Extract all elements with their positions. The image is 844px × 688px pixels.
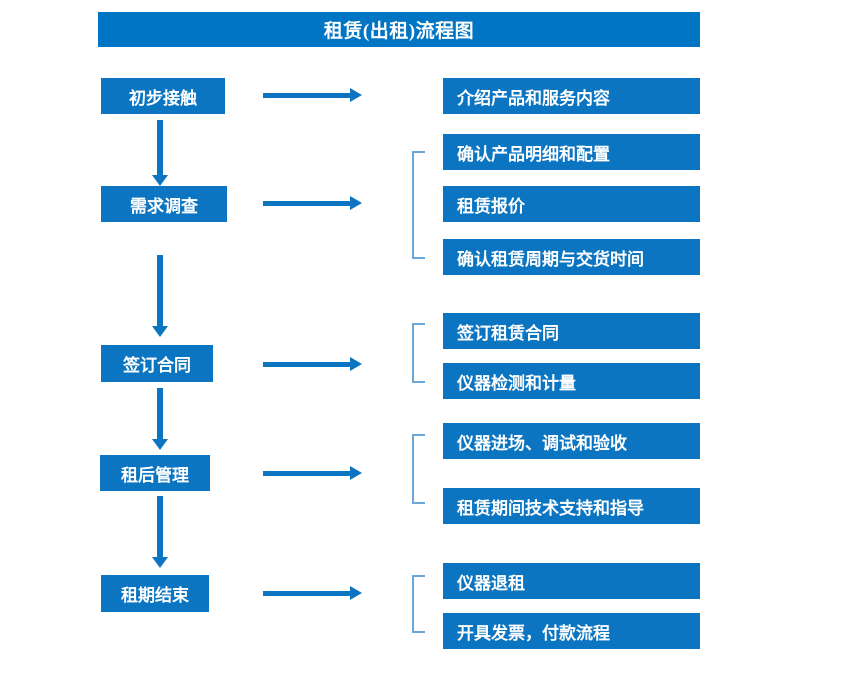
detail-label: 租赁报价 — [457, 196, 525, 216]
page-title: 租赁(出租)流程图 — [323, 21, 475, 42]
detail-box-rental-quote[interactable]: 租赁报价 — [443, 186, 700, 222]
detail-box-confirm-rental-period-delivery[interactable]: 确认租赁周期与交货时间 — [443, 239, 700, 275]
detail-label: 确认租赁周期与交货时间 — [457, 249, 644, 269]
stage-label: 租后管理 — [121, 465, 189, 485]
detail-label: 仪器检测和计量 — [457, 373, 576, 393]
stage-label: 需求调查 — [130, 196, 198, 216]
group-bracket-3 — [412, 323, 425, 383]
detail-box-instrument-return[interactable]: 仪器退租 — [443, 563, 700, 599]
stage-label: 初步接触 — [129, 88, 197, 108]
stage-box-sign-contract[interactable]: 签订合同 — [101, 345, 213, 382]
vertical-arrow-icon-4 — [152, 496, 168, 568]
detail-label: 签订租赁合同 — [457, 323, 559, 343]
detail-box-confirm-product-details[interactable]: 确认产品明细和配置 — [443, 134, 700, 170]
detail-label: 仪器退租 — [457, 573, 525, 593]
horizontal-arrow-icon-5 — [263, 586, 362, 600]
detail-label: 确认产品明细和配置 — [457, 144, 610, 164]
detail-box-intro-products-services[interactable]: 介绍产品和服务内容 — [443, 78, 700, 114]
diagram-title-bar: 租赁(出租)流程图 — [98, 12, 700, 47]
stage-label: 签订合同 — [123, 356, 191, 375]
horizontal-arrow-icon-4 — [263, 466, 362, 480]
detail-label: 仪器进场、调试和验收 — [457, 433, 627, 453]
stage-label: 租期结束 — [121, 586, 189, 605]
vertical-arrow-icon-2 — [152, 255, 168, 337]
detail-label: 介绍产品和服务内容 — [457, 88, 610, 108]
horizontal-arrow-icon-3 — [263, 357, 362, 371]
stage-box-initial-contact[interactable]: 初步接触 — [101, 78, 225, 114]
detail-box-sign-rental-contract[interactable]: 签订租赁合同 — [443, 313, 700, 349]
detail-label: 开具发票，付款流程 — [457, 623, 610, 643]
stage-box-rental-end[interactable]: 租期结束 — [101, 575, 209, 612]
horizontal-arrow-icon-1 — [263, 88, 362, 102]
group-bracket-2 — [412, 151, 425, 259]
stage-box-requirement-survey[interactable]: 需求调查 — [101, 186, 227, 222]
horizontal-arrow-icon-2 — [263, 196, 362, 210]
detail-box-invoice-payment-process[interactable]: 开具发票，付款流程 — [443, 613, 700, 649]
group-bracket-4 — [412, 434, 425, 504]
detail-box-instrument-inspection-metering[interactable]: 仪器检测和计量 — [443, 363, 700, 399]
stage-box-post-rental-management[interactable]: 租后管理 — [100, 455, 210, 491]
group-bracket-5 — [412, 575, 425, 633]
detail-box-rental-period-tech-support[interactable]: 租赁期间技术支持和指导 — [443, 488, 700, 524]
detail-box-instrument-entry-debug-acceptance[interactable]: 仪器进场、调试和验收 — [443, 423, 700, 459]
vertical-arrow-icon-1 — [152, 120, 168, 186]
vertical-arrow-icon-3 — [152, 388, 168, 450]
detail-label: 租赁期间技术支持和指导 — [457, 498, 644, 518]
